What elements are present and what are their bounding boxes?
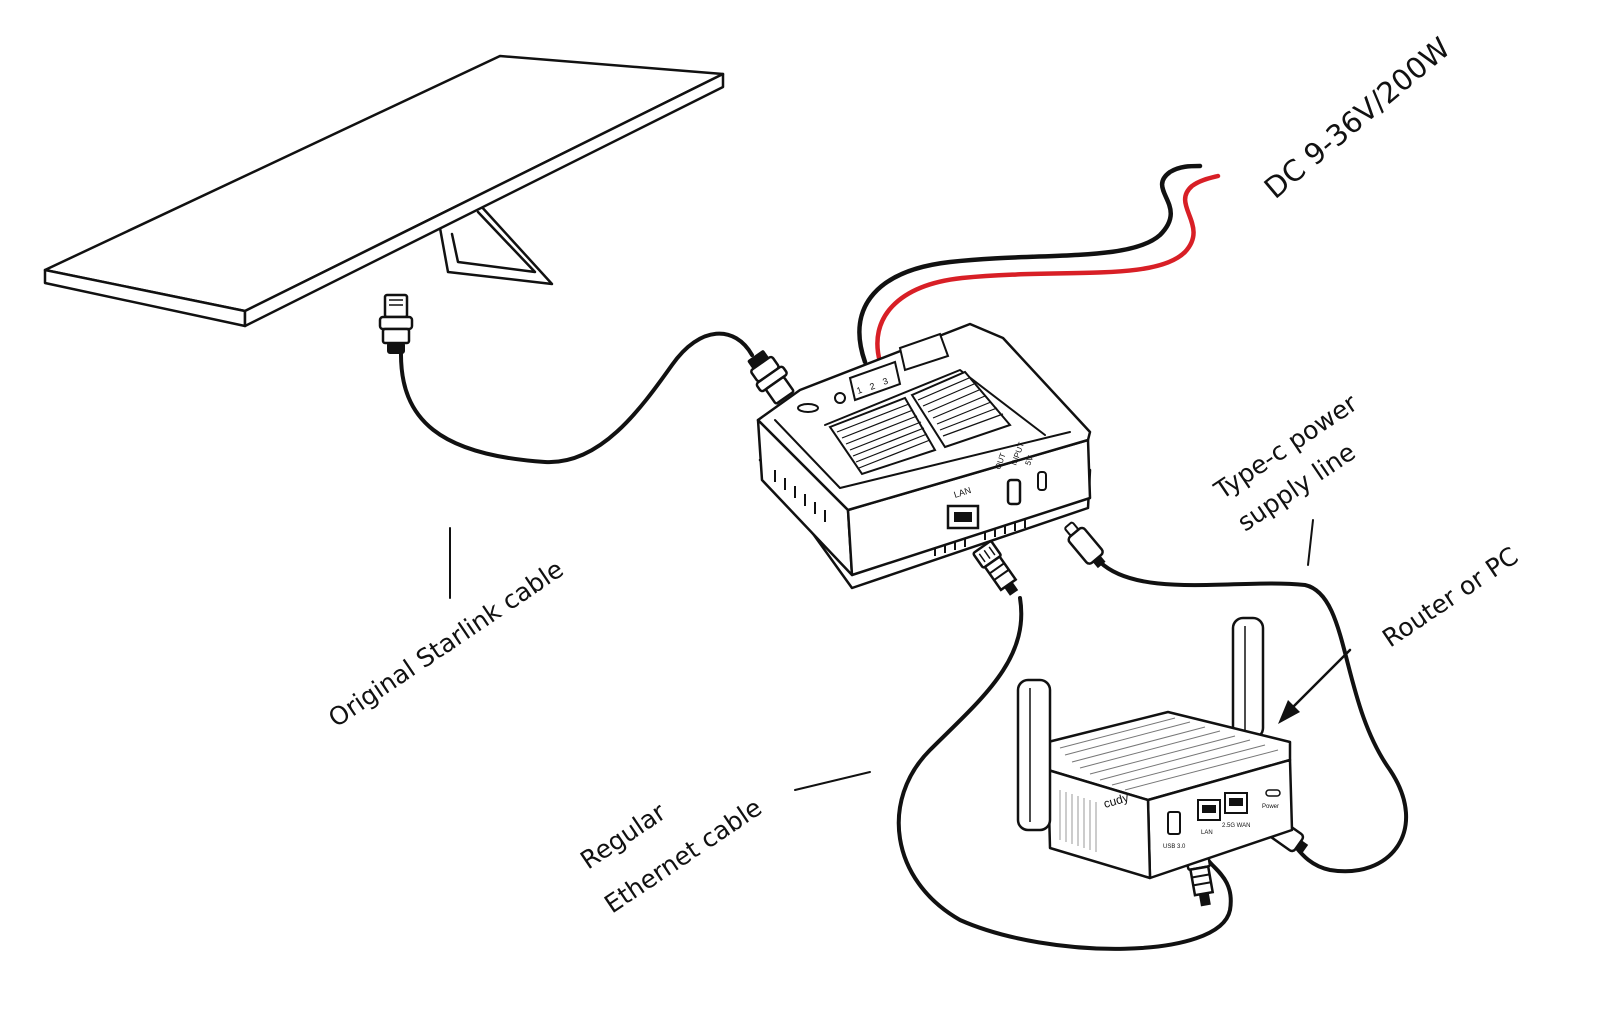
label-typec: Type-c power supply line bbox=[1208, 388, 1363, 537]
label-router: Router or PC bbox=[1377, 541, 1523, 653]
device-grill-right bbox=[910, 370, 1012, 449]
router-brand: cudy bbox=[1102, 790, 1130, 810]
dish-stand bbox=[438, 203, 554, 286]
router: cudy USB 3.0 LAN 2.5G WAN Power bbox=[1016, 616, 1294, 880]
router-antenna-left bbox=[1016, 678, 1052, 832]
svg-text:USB 3.0: USB 3.0 bbox=[1163, 844, 1186, 850]
svg-text:Power: Power bbox=[1262, 804, 1279, 810]
starlink-dish bbox=[43, 54, 725, 328]
router-arrow bbox=[1278, 648, 1352, 724]
starlink-plug-device bbox=[747, 350, 795, 405]
label-ethernet: Regular Ethernet cable bbox=[575, 793, 767, 919]
device-grill-left bbox=[828, 396, 937, 476]
typec-label-leader bbox=[1307, 519, 1314, 566]
svg-text:Ethernet cable: Ethernet cable bbox=[599, 793, 767, 919]
device-top bbox=[756, 322, 1092, 512]
router-antenna-right bbox=[1231, 616, 1265, 740]
terminal-block: 1 2 3 bbox=[848, 332, 950, 402]
svg-text:1: 1 bbox=[855, 385, 863, 396]
ethernet-plug-device bbox=[972, 540, 1019, 596]
dc-power-wires bbox=[857, 163, 1221, 365]
label-starlink: Original Starlink cable bbox=[323, 554, 568, 733]
router-ports: USB 3.0 LAN 2.5G WAN Power bbox=[1163, 789, 1281, 850]
router-side-vents bbox=[1059, 790, 1097, 852]
device-button bbox=[834, 392, 846, 404]
device-side-vents bbox=[774, 470, 1026, 556]
dish-top-face bbox=[43, 54, 725, 313]
svg-text:2.5G WAN: 2.5G WAN bbox=[1222, 823, 1250, 829]
svg-text:3: 3 bbox=[881, 376, 889, 387]
ethernet-label-leader bbox=[794, 771, 871, 791]
svg-text:2: 2 bbox=[868, 381, 876, 392]
starlink-cable bbox=[378, 293, 795, 465]
starlink-plug-top bbox=[378, 293, 414, 354]
label-power: DC 9-36V/200W bbox=[1258, 31, 1457, 206]
poe-device: 1 2 3 LAN OUT INPUT 5V bbox=[756, 322, 1092, 590]
svg-text:LAN: LAN bbox=[1201, 830, 1213, 836]
dish-side-right bbox=[243, 72, 725, 328]
router-top-texture bbox=[1059, 717, 1279, 791]
typec-plug-device bbox=[1064, 521, 1106, 569]
svg-text:5V: 5V bbox=[1023, 454, 1035, 467]
